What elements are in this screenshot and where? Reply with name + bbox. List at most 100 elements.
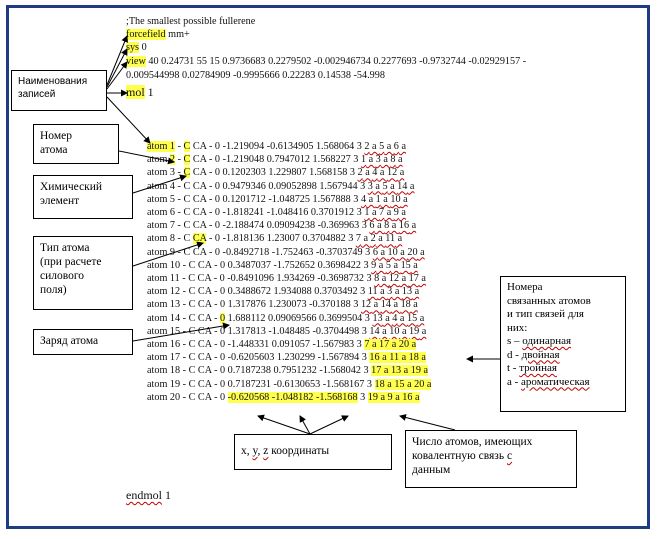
view-value-1: 40 0.24731 55 15 0.9736683 0.2279502 -0.… bbox=[145, 56, 527, 67]
bonded-atom-1: 19 bbox=[367, 391, 378, 403]
bonded-atom-1: 7 bbox=[364, 339, 370, 350]
bonded-atom-2: 17 bbox=[379, 339, 390, 350]
forcefield-key: forcefield bbox=[126, 29, 166, 40]
atom-fields: 1.688112 0.09069566 0.3699504 3 bbox=[225, 312, 373, 324]
bond-type-2: a bbox=[387, 180, 398, 192]
bonded-atom-2: 7 bbox=[379, 207, 385, 218]
atom-fields: - 0 -1.818136 1.23007 0.3704882 3 bbox=[206, 233, 356, 245]
atom-highlight-field: C bbox=[183, 154, 191, 166]
atom-highlight-field: 0 bbox=[220, 312, 226, 324]
bonded-atom-2: 3 bbox=[387, 286, 393, 298]
callout-bonded-count-line3: данным bbox=[412, 464, 451, 476]
bonded-atom-2: 10 bbox=[387, 246, 398, 258]
bond-type-3: a bbox=[397, 167, 405, 179]
atom-line-prefix: atom 12 - C CA - 0 0.3488672 1.934088 0.… bbox=[147, 286, 368, 298]
bonded-atom-2: 3 bbox=[375, 154, 381, 166]
bonded-atom-1: 9 bbox=[371, 259, 377, 271]
bond-aromatic-legend: a - ароматическая bbox=[507, 376, 619, 390]
atom-line: atom 6 - C CA - 0 -1.818241 -1.048416 0.… bbox=[147, 207, 406, 219]
bond-type-1: a bbox=[362, 167, 373, 179]
endmol-key: endmol bbox=[126, 488, 162, 502]
bond-type-3: a bbox=[417, 246, 425, 258]
bond-type-3: a bbox=[409, 220, 417, 232]
mol-line: mol 1 bbox=[126, 85, 154, 99]
bond-type-1: a bbox=[379, 352, 390, 364]
bond-type-1: a bbox=[377, 391, 388, 403]
bond-type-2: a bbox=[375, 233, 386, 245]
atom-line: atom 8 - C CA - 0 -1.818136 1.23007 0.37… bbox=[147, 233, 402, 245]
bonded-atom-3: 12 bbox=[386, 167, 398, 179]
atom-line-prefix: atom 3 - bbox=[147, 167, 184, 179]
atom-line-prefix: atom 8 - C bbox=[147, 233, 193, 245]
bonded-atom-2: 15 bbox=[394, 378, 405, 390]
bonded-atom-3: 20 bbox=[414, 378, 425, 390]
bonded-atom-1: 3 bbox=[367, 180, 373, 192]
callout-chemical-element-line2: элемент bbox=[40, 195, 80, 207]
atom-line: atom 19 - C CA - 0 0.7187231 -0.6130653 … bbox=[147, 378, 432, 391]
callout-xyz-text: x, y, z координаты bbox=[241, 444, 385, 458]
bond-type-1: a bbox=[382, 312, 393, 324]
callout-chemical-element: Химический элемент bbox=[33, 175, 133, 219]
atom-line-prefix: atom 7 - C CA - 0 -2.188474 0.09094238 -… bbox=[147, 220, 370, 232]
atom-line-prefix: atom 10 - C CA - 0 0.3487037 -1.752652 0… bbox=[147, 259, 372, 271]
bonded-atom-2: 10 bbox=[389, 325, 400, 337]
xyz-z: z bbox=[263, 445, 269, 457]
callout-chemical-element-line1: Химический bbox=[40, 181, 103, 193]
bonded-atom-3: 14 bbox=[397, 180, 408, 192]
bond-type-2: a bbox=[384, 141, 394, 152]
bonded-atom-3: 16 bbox=[402, 391, 413, 403]
bond-type-2: a bbox=[389, 220, 399, 232]
bond-type-1: a bbox=[369, 339, 380, 350]
atom-line-prefix: atom 17 - C CA - 0 -0.6205603 1.230299 -… bbox=[147, 352, 370, 364]
atom-fields: CA - 0 -1.219048 0.7947012 1.568227 3 bbox=[190, 154, 361, 166]
bond-type-2: a bbox=[384, 207, 394, 218]
atom-line-prefix: atom 20 - C CA - 0 bbox=[147, 391, 228, 403]
bonded-atom-3: 11 bbox=[385, 233, 396, 245]
bond-type-2: a bbox=[392, 391, 403, 403]
bond-type-1: a bbox=[366, 193, 376, 205]
atom-line: atom 2 - C CA - 0 -1.219048 0.7947012 1.… bbox=[147, 154, 403, 166]
bond-type-1: a bbox=[377, 246, 388, 258]
bond-type-3: a bbox=[412, 391, 420, 403]
comment-line: ;The smallest possible fullerene bbox=[126, 16, 255, 28]
atom-highlight-field: C bbox=[183, 141, 191, 152]
atom-line: atom 11 - C CA - 0 -0.8491096 1.934269 -… bbox=[147, 273, 426, 285]
bonded-atom-3: 13 bbox=[401, 286, 413, 298]
bonded-atom-3: 18 bbox=[400, 299, 411, 311]
atom-number: 1 bbox=[167, 141, 176, 152]
bond-type-1: a bbox=[369, 141, 380, 152]
bonded-atom-2: 11 bbox=[389, 352, 400, 364]
bond-type-3: a bbox=[417, 312, 425, 324]
atom-line: atom 7 - C CA - 0 -2.188474 0.09094238 -… bbox=[147, 220, 416, 232]
bond-type-3: a bbox=[395, 233, 403, 245]
bond-type-1: a bbox=[384, 378, 395, 390]
callout-atom-type: Тип атома (при расчете силового поля) bbox=[33, 236, 133, 310]
atom-line: atom 18 - C CA - 0 0.7187238 0.7951232 -… bbox=[147, 365, 429, 377]
bond-type-2: a bbox=[397, 246, 408, 258]
bonded-atom-1: 17 bbox=[371, 365, 382, 377]
bonded-atom-3: 8 bbox=[390, 154, 396, 166]
bond-type-2: a bbox=[404, 378, 415, 390]
bond-aromatic-key: a - bbox=[507, 375, 522, 388]
bonded-atom-3: 19 bbox=[410, 365, 421, 377]
bond-type-3: a bbox=[418, 273, 426, 284]
callout-bonds-line2: связанных атомов bbox=[507, 294, 591, 307]
bond-type-2: a bbox=[399, 273, 409, 284]
arrow-chemical-element bbox=[132, 174, 187, 194]
atom-line-prefix: atom 5 - C CA - 0 0.1201712 -1.048725 1.… bbox=[147, 193, 361, 205]
bond-type-3: a bbox=[424, 378, 432, 390]
arrow-view bbox=[106, 61, 128, 90]
bonded-atom-1: 11 bbox=[367, 286, 378, 298]
bond-double-key: d - bbox=[507, 348, 522, 361]
bond-type-1: a bbox=[371, 299, 381, 311]
xyz-label: координаты bbox=[268, 445, 330, 457]
callout-bonded-count-line1: Число атомов, имеющих bbox=[412, 436, 533, 448]
bonded-atom-3: 18 bbox=[408, 352, 419, 364]
atom-line-prefix: atom 4 - C CA - 0 0.9479346 0.09052898 1… bbox=[147, 180, 368, 192]
bonded-atom-3: 16 bbox=[398, 220, 410, 232]
view-key: view bbox=[126, 56, 146, 67]
bond-type-3: a bbox=[412, 286, 420, 298]
bond-type-3: a bbox=[395, 154, 403, 166]
bonded-atom-3: 17 bbox=[408, 273, 419, 284]
